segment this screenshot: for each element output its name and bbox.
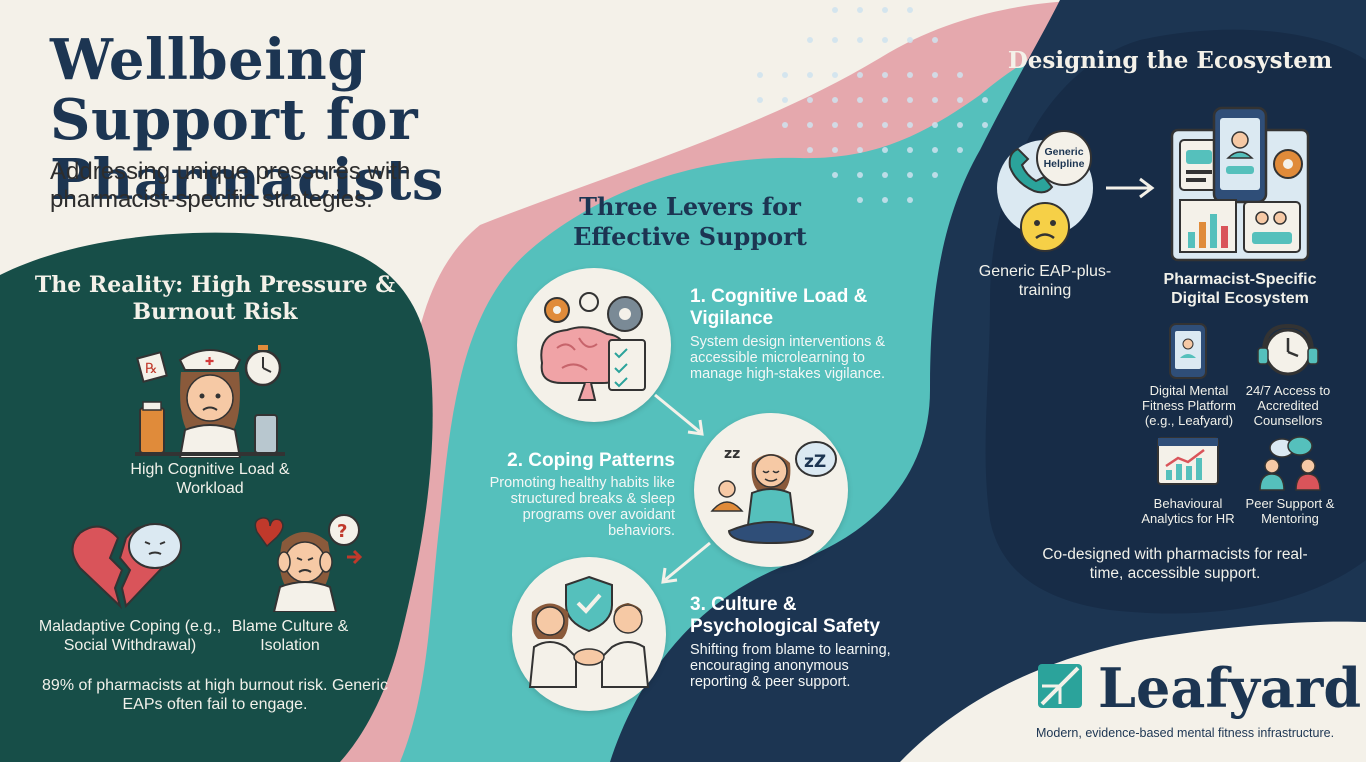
svg-text:℞: ℞ <box>145 361 158 377</box>
reality-item-maladaptive-coping: Maladaptive Coping (e.g., Social Withdra… <box>38 618 222 654</box>
reality-title: The Reality: High Pressure & Burnout Ris… <box>34 272 396 325</box>
handshake-shield-icon <box>528 575 650 688</box>
reality-stat: 89% of pharmacists at high burnout risk.… <box>42 677 388 713</box>
lever-2-circle: zz zZ <box>694 413 848 567</box>
feature-peer-support: Peer Support & Mentoring <box>1245 496 1335 526</box>
reality-item-cognitive-load: High Cognitive Load & Workload <box>130 461 290 497</box>
feature-analytics: Behavioural Analytics for HR <box>1141 496 1235 526</box>
phone-icon <box>1008 147 1054 194</box>
generic-eap-label: Generic EAP-plus-training <box>978 263 1112 299</box>
generic-helpline-bubble: Generic Helpline <box>1036 130 1092 186</box>
leafyard-logo-icon <box>1038 664 1082 708</box>
lever-3-desc: Shifting from blame to learning, encoura… <box>690 642 891 690</box>
peer-chat-icon <box>1259 436 1321 491</box>
arrow-down-left-icon <box>661 541 711 584</box>
broken-heart-icon <box>71 523 182 610</box>
levers-title: Three Levers for Effective Support <box>573 192 807 251</box>
meditation-icon: zz zZ <box>710 441 837 545</box>
digital-ecosystem-devices-icon <box>1170 106 1310 262</box>
specific-ecosystem-label: Pharmacist-Specific Digital Ecosystem <box>1163 271 1317 307</box>
ecosystem-title: Designing the Ecosystem <box>1007 47 1333 74</box>
svg-text:zZ: zZ <box>804 452 826 472</box>
svg-text:?: ? <box>337 521 347 542</box>
lever-3-circle <box>512 557 666 711</box>
svg-text:✚: ✚ <box>205 355 214 368</box>
feature-counsellors: 24/7 Access to Accredited Counsellors <box>1245 383 1331 428</box>
clock-headset-icon <box>1257 323 1319 376</box>
phone-app-icon <box>1169 323 1207 379</box>
arrow-down-right-icon <box>654 393 704 436</box>
feature-digital-platform: Digital Mental Fitness Platform (e.g., L… <box>1142 383 1236 428</box>
confused-pharmacist-icon: ? <box>254 514 363 612</box>
brand-tagline: Modern, evidence-based mental fitness in… <box>1036 726 1335 740</box>
page-subtitle: Addressing unique pressures with pharmac… <box>50 158 411 213</box>
brain-gears-icon <box>540 292 646 401</box>
lever-1-heading: 1. Cognitive Load & Vigilance <box>690 286 868 329</box>
arrow-right-icon <box>1106 177 1155 199</box>
lever-1-circle <box>517 268 671 422</box>
svg-text:zz: zz <box>724 446 740 462</box>
reality-item-blame-culture: Blame Culture & Isolation <box>231 618 349 654</box>
analytics-chart-icon <box>1157 437 1219 485</box>
sad-face-icon <box>1020 202 1070 252</box>
page-title: Wellbeing Support for Pharmacists <box>50 27 444 213</box>
ecosystem-footer: Co-designed with pharmacists for real-ti… <box>1042 546 1308 582</box>
lever-2-heading: 2. Coping Patterns <box>507 450 675 471</box>
lever-2-desc: Promoting healthy habits like structured… <box>489 475 675 539</box>
lever-3-heading: 3. Culture & Psychological Safety <box>690 594 881 637</box>
lever-1-desc: System design interventions & accessible… <box>690 334 886 382</box>
stressed-pharmacist-icon: ℞ ✚ <box>135 345 285 458</box>
brand-name: Leafyard <box>1098 656 1362 720</box>
